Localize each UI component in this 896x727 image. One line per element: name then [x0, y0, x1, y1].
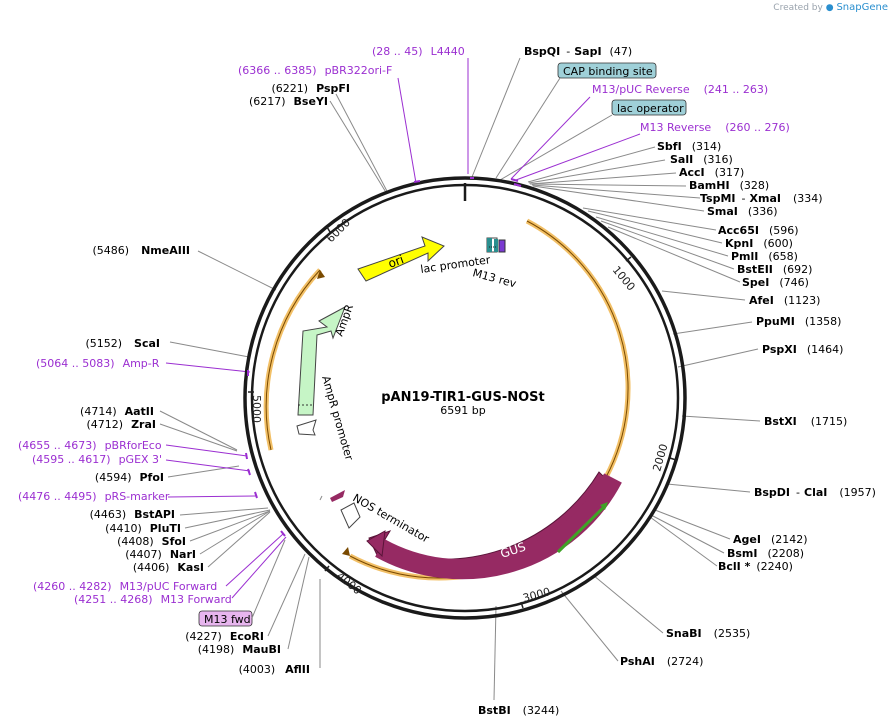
- enzymes-left: (6221)PspFI (6217)BseYI (5486)NmeAIII (5…: [80, 82, 350, 676]
- nos-terminator-feature: [340, 502, 361, 529]
- primer-label[interactable]: (4260 .. 4282)M13/pUC Forward: [33, 580, 217, 593]
- enzyme-label[interactable]: (4410)PluTI: [105, 522, 181, 535]
- primer-label[interactable]: (4655 .. 4673)pBRforEco: [18, 439, 162, 452]
- enzyme-label[interactable]: (4712)ZraI: [87, 418, 157, 431]
- leader-lines: [159, 57, 761, 701]
- nos-terminator-label: NOS terminator: [351, 491, 432, 545]
- enzyme-label[interactable]: (4227)EcoRI: [185, 630, 264, 643]
- enzyme-label[interactable]: AgeI(2142): [733, 533, 808, 546]
- plasmid-name: pAN19-TIR1-GUS-NOSt: [381, 390, 544, 405]
- gus-green-arrow-icon: [600, 502, 608, 510]
- ampr-orf-arrow-icon: [317, 270, 325, 279]
- enzyme-label[interactable]: TspMI-XmaI(334): [700, 192, 823, 205]
- primer-labels: (28 .. 45)L4440 (6366 .. 6385)pBR322ori-…: [18, 45, 790, 606]
- enzyme-label[interactable]: (4407)NarI: [125, 548, 196, 561]
- ori-feature: [357, 236, 445, 282]
- m13-rev-feature: [498, 239, 506, 253]
- enzyme-label[interactable]: BspQI-SapI(47): [524, 45, 632, 58]
- primer-label[interactable]: (28 .. 45)L4440: [372, 45, 465, 58]
- enzyme-label[interactable]: SnaBI(2535): [666, 627, 750, 640]
- ori-label: ori: [386, 252, 405, 270]
- boxed-leaders: [251, 539, 286, 619]
- gus-green-marker: [556, 503, 608, 554]
- enzyme-label[interactable]: BstEII(692): [737, 263, 812, 276]
- enzyme-label[interactable]: (6217)BseYI: [249, 95, 328, 108]
- primer-label[interactable]: (6366 .. 6385)pBR322ori-F: [238, 64, 392, 77]
- enzyme-label[interactable]: AccI(317): [679, 166, 744, 179]
- enzyme-label[interactable]: (4003)AflII: [239, 663, 310, 676]
- ruler-label: 2000: [650, 442, 670, 472]
- enzyme-label[interactable]: SpeI(746): [742, 276, 809, 289]
- enzyme-label[interactable]: BspDI-ClaI(1957): [754, 486, 876, 499]
- ruler-label: 5000: [250, 395, 263, 423]
- m13-rev-label: M13 rev: [471, 266, 518, 290]
- enzyme-label[interactable]: BclI *(2240): [718, 560, 793, 573]
- enzyme-label[interactable]: PspXI(1464): [762, 343, 843, 356]
- enzyme-label[interactable]: (5486)NmeAIII: [93, 244, 191, 257]
- ampr-feature: [297, 305, 346, 416]
- enzyme-label[interactable]: PpuMI(1358): [756, 315, 841, 328]
- gus-orf-arrow-icon: [342, 547, 350, 556]
- enzyme-label[interactable]: (5152)ScaI: [85, 337, 160, 350]
- enzyme-label[interactable]: (4714)AatII: [80, 405, 154, 418]
- enzyme-label[interactable]: BamHI(328): [689, 179, 769, 192]
- enzyme-label[interactable]: AfeI(1123): [749, 294, 820, 307]
- enzyme-label[interactable]: (4408)SfoI: [117, 535, 186, 548]
- primer-label[interactable]: M13 Reverse(260 .. 276): [640, 121, 790, 134]
- enzyme-label[interactable]: PmlI(658): [731, 250, 798, 263]
- enzyme-label[interactable]: BstXI(1715): [764, 415, 847, 428]
- enzyme-label[interactable]: (4463)BstAPI: [90, 508, 175, 521]
- ruler-label: 4000: [334, 569, 364, 597]
- primer-label[interactable]: (4595 .. 4617)pGEX 3': [32, 453, 162, 466]
- primer-label[interactable]: M13/pUC Reverse(241 .. 263): [592, 83, 768, 96]
- enzyme-label[interactable]: Acc65I(596): [718, 224, 799, 237]
- boxed-labels: CAP binding site lac operator M13 fwd: [198, 62, 687, 627]
- enzyme-label[interactable]: (4406)KasI: [133, 561, 204, 574]
- enzyme-label[interactable]: (6221)PspFI: [272, 82, 350, 95]
- primer-label[interactable]: (4251 .. 4268)M13 Forward: [74, 593, 232, 606]
- credit-prefix: Created by: [773, 3, 823, 13]
- gus-arrow-icon: [366, 530, 386, 558]
- primer-label[interactable]: (4476 .. 4495)pRS-marker: [18, 490, 170, 503]
- lac-operator-label[interactable]: lac operator: [617, 102, 684, 115]
- enzymes-right: BspQI-SapI(47) SbfI(314) SalI(316) AccI(…: [478, 45, 876, 717]
- enzyme-label[interactable]: PshAI(2724): [620, 655, 703, 668]
- primer-label[interactable]: (5064 .. 5083)Amp-R: [36, 357, 160, 370]
- m13-fwd-label[interactable]: M13 fwd: [204, 613, 251, 626]
- enzyme-label[interactable]: SalI(316): [670, 153, 733, 166]
- enzyme-label[interactable]: SbfI(314): [657, 140, 721, 153]
- snapgene-credit: Created by ● SnapGene: [773, 2, 888, 13]
- enzyme-label[interactable]: BsmI(2208): [727, 547, 804, 560]
- nos-small-feature: [330, 490, 345, 502]
- enzyme-label[interactable]: (4198)MauBI: [198, 643, 281, 656]
- ampr-orf-arc-line: [265, 269, 321, 451]
- primer-leaders: [165, 58, 641, 599]
- snapgene-logo-icon: ●: [825, 3, 834, 13]
- enzyme-label[interactable]: (4594)PfoI: [95, 471, 164, 484]
- primer-sites: [245, 177, 522, 537]
- cap-site-feature: [487, 238, 492, 252]
- credit-brand: SnapGene: [836, 2, 888, 13]
- ampr-promoter-feature: [296, 419, 317, 436]
- ampr-promoter-label: AmpR promoter: [319, 374, 356, 462]
- cap-site-label[interactable]: CAP binding site: [563, 65, 653, 78]
- gus-feature-body: [375, 473, 622, 580]
- enzyme-label[interactable]: SmaI(336): [707, 205, 778, 218]
- plasmid-size: 6591 bp: [440, 404, 485, 417]
- enzyme-label[interactable]: KpnI(600): [725, 237, 793, 250]
- enzyme-label[interactable]: BstBI(3244): [478, 704, 559, 717]
- lac-operator-feature: [494, 239, 498, 252]
